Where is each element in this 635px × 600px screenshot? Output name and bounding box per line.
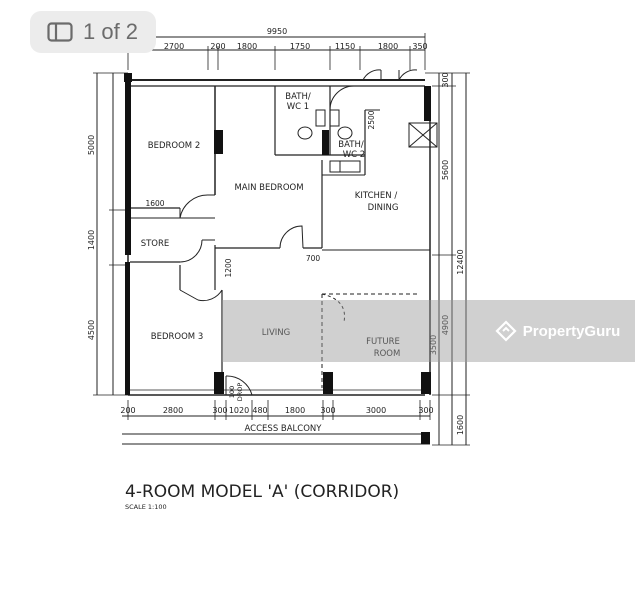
room-living: LIVING [262,328,291,338]
dim-top-4: 1750 [290,42,310,51]
room-bath-2-line1: BATH/ [338,140,364,150]
plan-scale: SCALE 1:100 [125,503,167,511]
dim-top-5: 1150 [335,42,355,51]
room-kitchen-line2: DINING [368,203,399,213]
dim-total-width: 9950 [267,27,287,36]
dim-bottom-7: 300 [320,406,335,415]
dim-left-2: 1400 [87,230,96,250]
room-bedroom-2: BEDROOM 2 [148,141,200,151]
dim-bottom-2: 2800 [163,406,183,415]
room-bath-2-line2: WC 2 [343,150,365,160]
dim-bottom-3: 300 [212,406,227,415]
propertyguru-watermark: PropertyGuru [480,300,635,362]
dim-top-6: 1800 [378,42,398,51]
room-bath-1-line1: BATH/ [285,92,311,102]
drop-label-2: DROP [236,383,244,402]
dim-right-3: 12400 [456,249,465,274]
room-access-balcony: ACCESS BALCONY [245,424,323,434]
propertyguru-logo-icon [495,320,517,342]
dim-top-1: 2700 [164,42,184,51]
dim-bottom-8: 3000 [366,406,386,415]
dim-700: 700 [306,254,321,263]
dim-bottom-9: 300 [418,406,433,415]
room-store: STORE [141,239,170,249]
watermark-band [222,300,635,362]
dim-top-3: 1800 [237,42,257,51]
dim-store-width: 1600 [145,199,164,208]
dim-right-6: 3500 [429,335,438,355]
room-bedroom-3: BEDROOM 3 [151,332,203,342]
dim-top-2: 200 [210,42,225,51]
dim-bottom-6: 1800 [285,406,305,415]
room-kitchen-line1: KITCHEN / [355,191,398,201]
room-main-bedroom: MAIN BEDROOM [234,183,303,193]
dim-right-5: 1600 [456,415,465,435]
image-pager-badge[interactable]: 1 of 2 [30,11,156,53]
gallery-icon [47,22,73,42]
room-future-line1: FUTURE [366,337,400,347]
room-bath-1-line2: WC 1 [287,102,309,112]
dim-left-3: 4500 [87,320,96,340]
dim-1200: 1200 [224,258,233,277]
dim-bottom-4: 1020 [229,406,249,415]
dim-right-4: 4900 [441,315,450,335]
pager-label: 1 of 2 [83,19,139,44]
dim-bottom-1: 200 [120,406,135,415]
dim-top-7: 350 [412,42,427,51]
dim-left-1: 5000 [87,135,96,155]
plan-title: 4-ROOM MODEL 'A' (CORRIDOR) [125,482,399,502]
dim-right-1: 300 [441,72,450,87]
dim-bath-height: 2500 [367,110,376,129]
room-future-line2: ROOM [374,349,401,359]
dim-right-2: 5600 [441,160,450,180]
drop-label-1: 100 [228,386,236,398]
watermark-brand: PropertyGuru [522,322,621,340]
dim-bottom-5: 480 [252,406,267,415]
